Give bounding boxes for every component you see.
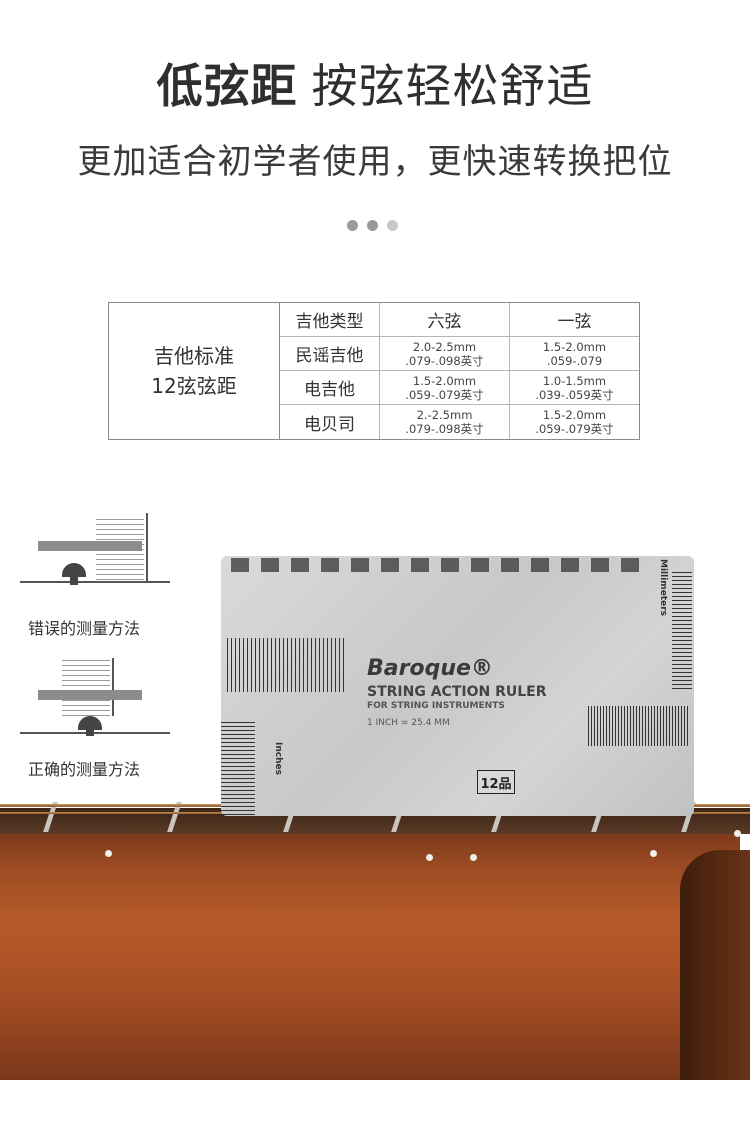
cell-in: .039-.059英寸	[535, 387, 614, 402]
ruler-edge-icon	[112, 658, 114, 716]
string-bar-icon	[38, 690, 142, 700]
fret-inlay-dot	[650, 850, 657, 857]
carousel-pagination[interactable]	[347, 220, 398, 231]
row-one: 1.0-1.5mm.039-.059英寸	[510, 371, 639, 404]
ruler-conversion: 1 INCH = 25.4 MM	[367, 718, 450, 728]
row-one: 1.5-2.0mm.059-.079英寸	[510, 405, 639, 439]
fret-12-marker: 12品	[477, 770, 515, 794]
ruler-mm-ticks	[588, 706, 690, 746]
fret-stem-icon	[70, 571, 78, 585]
fretboard-line-icon	[20, 581, 170, 583]
row-type: 电吉他	[280, 371, 380, 404]
headline: 低弦距按弦轻松舒适	[0, 50, 750, 116]
fret-stem-icon	[86, 722, 94, 736]
row-six: 1.5-2.0mm.059-.079英寸	[380, 371, 510, 404]
spec-label-line1: 吉他标准	[154, 344, 234, 368]
headline-bold: 低弦距	[156, 59, 298, 113]
ruler-mm-label: Millimeters	[658, 559, 668, 616]
ruler-inches-label: Inches	[273, 742, 283, 775]
correct-method-diagram: 正确的测量方法	[20, 650, 220, 780]
row-one: 1.5-2.0mm.059-.079	[510, 337, 639, 370]
fret-inlay-dot	[470, 854, 477, 861]
table-header-row: 吉他类型 六弦 一弦	[280, 303, 639, 337]
table-row: 民谣吉他 2.0-2.5mm.079-.098英寸 1.5-2.0mm.059-…	[280, 337, 639, 371]
header-six-string: 六弦	[380, 303, 510, 336]
ruler-title: STRING ACTION RULER	[367, 684, 547, 700]
cell-in: .079-.098英寸	[405, 353, 484, 368]
ruler-ticks-icon	[62, 660, 110, 716]
fret-inlay-dot	[734, 830, 741, 837]
wrong-method-caption: 错误的测量方法	[28, 619, 141, 638]
pagination-dot-2[interactable]	[367, 220, 378, 231]
guitar-neck-photo	[0, 790, 750, 1080]
cell-mm: 2.0-2.5mm	[412, 339, 477, 354]
pagination-dot-3[interactable]	[387, 220, 398, 231]
ruler-left-ticks	[221, 722, 255, 816]
table-row: 电吉他 1.5-2.0mm.059-.079英寸 1.0-1.5mm.039-.…	[280, 371, 639, 405]
spec-table-label: 吉他标准 12弦弦距	[109, 303, 280, 439]
pagination-dot-1[interactable]	[347, 220, 358, 231]
ruler-gauge-blocks	[231, 558, 651, 572]
fret-inlay-dot	[105, 850, 112, 857]
cell-mm: 1.5-2.0mm	[542, 339, 607, 354]
cell-mm: 1.5-2.0mm	[542, 408, 607, 422]
fret-inlay-dot	[426, 854, 433, 861]
string-bar-icon	[38, 541, 142, 551]
row-six: 2.-2.5mm.079-.098英寸	[380, 405, 510, 439]
ruler-edge-icon	[146, 513, 148, 583]
table-row: 电贝司 2.-2.5mm.079-.098英寸 1.5-2.0mm.059-.0…	[280, 405, 639, 439]
guitar-body-edge	[680, 850, 750, 1080]
spec-grid: 吉他类型 六弦 一弦 民谣吉他 2.0-2.5mm.079-.098英寸 1.5…	[280, 303, 639, 439]
ruler-brand-logo: Baroque®	[367, 656, 493, 681]
header-type: 吉他类型	[280, 303, 380, 336]
guitar-neck	[0, 818, 740, 1080]
ruler-subtitle: FOR STRING INSTRUMENTS	[367, 701, 505, 711]
headline-light: 按弦轻松舒适	[311, 59, 594, 113]
ruler-inch-ticks	[227, 638, 347, 692]
row-six: 2.0-2.5mm.079-.098英寸	[380, 337, 510, 370]
subheadline: 更加适合初学者使用，更快速转换把位	[77, 142, 673, 182]
cell-in: .059-.079	[546, 353, 603, 368]
string-action-spec-table: 吉他标准 12弦弦距 吉他类型 六弦 一弦 民谣吉他 2.0-2.5mm.079…	[108, 302, 640, 440]
ruler-mm-side-ticks	[672, 572, 692, 690]
row-type: 民谣吉他	[280, 337, 380, 370]
header-one-string: 一弦	[557, 312, 592, 332]
correct-method-caption: 正确的测量方法	[28, 760, 141, 779]
cell-mm: 1.0-1.5mm	[542, 373, 607, 388]
row-type: 电贝司	[280, 405, 380, 439]
cell-in: .059-.079英寸	[535, 422, 614, 436]
cell-mm: 1.5-2.0mm	[412, 373, 477, 388]
fretboard-line-icon	[20, 732, 170, 734]
spec-label-line2: 12弦弦距	[151, 374, 237, 398]
fret-knob-icon	[62, 563, 86, 577]
cell-in: .059-.079英寸	[405, 387, 484, 402]
wrong-method-diagram: 错误的测量方法	[20, 505, 220, 645]
cell-mm: 2.-2.5mm	[416, 408, 473, 422]
string-action-ruler: Baroque® STRING ACTION RULER FOR STRING …	[221, 556, 694, 816]
cell-in: .079-.098英寸	[405, 422, 484, 436]
